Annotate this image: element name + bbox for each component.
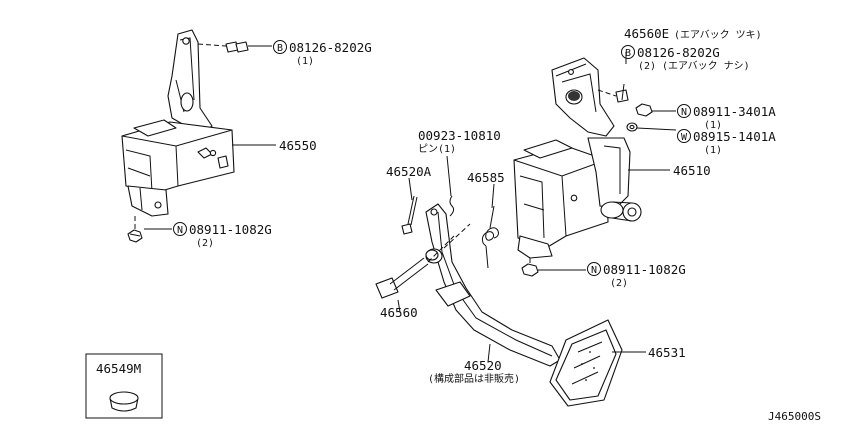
label-46520A: 46520A xyxy=(386,164,432,179)
left-bolt-qty: (1) xyxy=(296,56,314,67)
nut-symbol: N xyxy=(177,225,183,236)
right-washer-callout: W 08915-1401A (1) xyxy=(677,129,776,156)
left-leaders xyxy=(134,43,276,232)
label-46585: 46585 xyxy=(467,170,505,185)
pin-46520A xyxy=(401,195,418,235)
washer-symbol: W xyxy=(681,132,688,143)
pedal-pad xyxy=(549,319,623,407)
right-nut-upper-qty: (1) xyxy=(704,120,722,131)
pin-00923-10810 xyxy=(449,195,455,217)
right-bolt-note: (エアバック ナシ) xyxy=(662,60,750,72)
right-pedal-bracket xyxy=(513,57,653,277)
right-leaders xyxy=(529,52,677,271)
pedal-leaders xyxy=(397,155,646,363)
pin-label: ピン(1) xyxy=(418,143,456,155)
left-bolt-part-no: 08126-8202G xyxy=(289,40,372,55)
right-nut-lower-qty: (2) xyxy=(610,278,628,289)
right-nut-upper-part-no: 08911-3401A xyxy=(693,104,776,119)
label-46510: 46510 xyxy=(673,163,711,178)
right-nut-upper-callout: N 08911-3401A (1) xyxy=(677,104,776,131)
right-nut-lower-callout: N 08911-1082G (2) xyxy=(587,262,686,289)
return-spring xyxy=(481,205,499,269)
label-46520: 46520 xyxy=(464,358,502,373)
bolt-symbol: B xyxy=(625,48,631,59)
left-nut-qty: (2) xyxy=(196,238,214,249)
pivot-bolt-46560 xyxy=(375,257,429,299)
left-pedal-bracket xyxy=(121,29,249,243)
stopper-inset-box: 46549M xyxy=(85,353,163,419)
right-washer-qty: (1) xyxy=(704,145,722,156)
right-nut-lower-part-no: 08911-1082G xyxy=(603,262,686,277)
left-bolt-callout: B 08126-8202G (1) xyxy=(273,40,372,67)
label-46549M: 46549M xyxy=(96,361,141,376)
right-bolt-callout: B 08126-8202G (2) (エアバック ナシ) xyxy=(621,45,750,72)
nut-symbol: N xyxy=(591,265,597,276)
left-nut-callout: N 08911-1082G (2) xyxy=(173,222,272,249)
diagram-code: J465000S xyxy=(768,410,821,423)
label-46550: 46550 xyxy=(279,138,317,153)
label-46560: 46560 xyxy=(380,305,418,320)
bushing xyxy=(425,249,439,261)
right-bolt-part-no: 08126-8202G xyxy=(637,45,720,60)
pedal-note: (構成部品は非販売) xyxy=(428,372,520,385)
bolt-symbol: B xyxy=(277,43,283,54)
airbag-bracket-note: (エアバック ツキ) xyxy=(674,29,762,41)
clutch-pedal xyxy=(425,203,561,367)
right-bolt-qty: (2) xyxy=(638,61,656,72)
label-46531: 46531 xyxy=(648,345,686,360)
airbag-bracket-callout: 46560E (エアバック ツキ) xyxy=(624,26,762,41)
label-00923-10810: 00923-10810 xyxy=(418,128,501,143)
label-46560E: 46560E xyxy=(624,26,669,41)
left-nut-part-no: 08911-1082G xyxy=(189,222,272,237)
right-washer-part-no: 08915-1401A xyxy=(693,129,776,144)
nut-symbol: N xyxy=(681,107,687,118)
